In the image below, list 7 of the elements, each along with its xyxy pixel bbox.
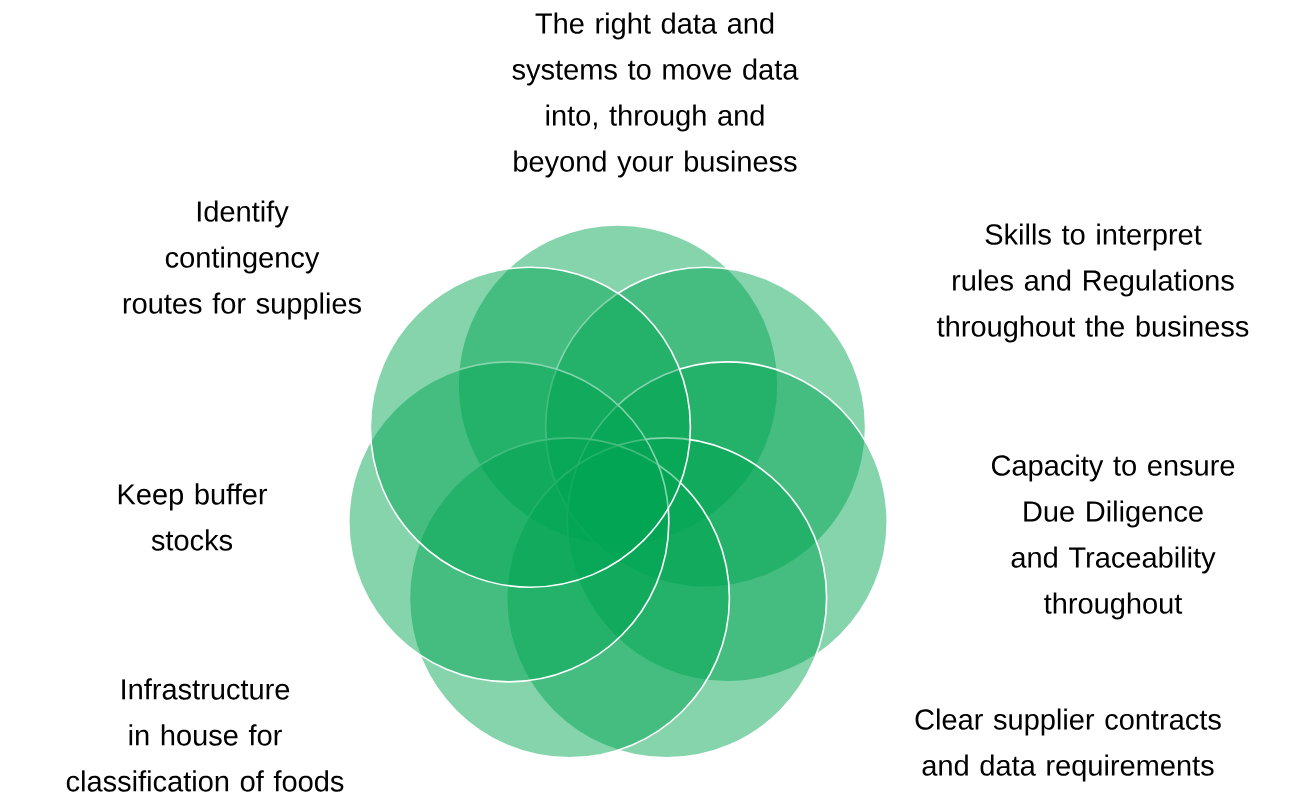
label: Capacity to ensure Due Diligence and Traceability throughout [992,454,1235,620]
label: Clear supplier contracts and data requirements [915,708,1221,782]
label: The right data and systems to move data into, through and beyond your business [512,12,799,178]
label: Skills to interpret rules and Regulations throughout the business [937,223,1249,343]
label: Infrastructure in house for classification of foods [66,678,344,792]
label: Identify contingency routes for supplies [123,200,361,320]
label: Keep buffer stocks [118,483,268,551]
